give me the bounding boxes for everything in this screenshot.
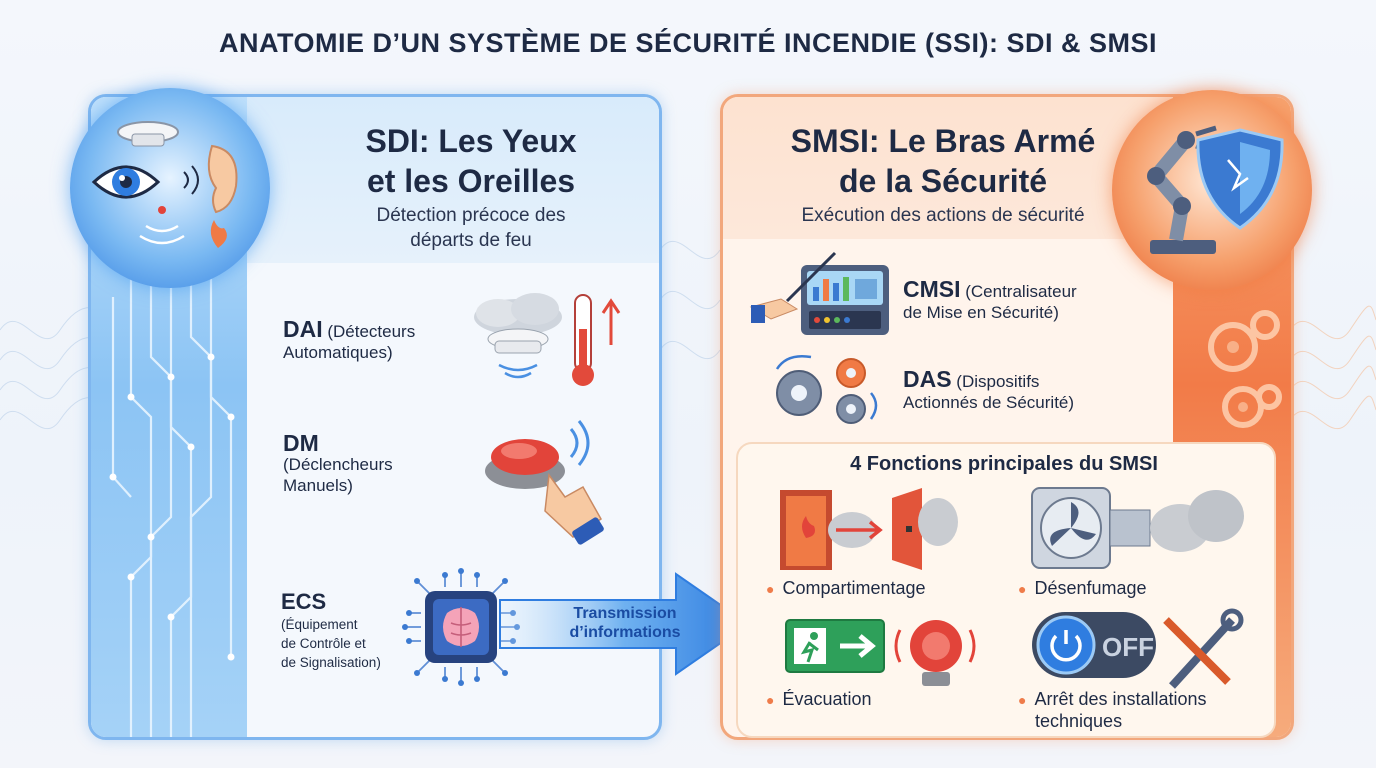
bullet-icon: ● (766, 692, 775, 708)
smoke-detector-thermometer-icon (474, 293, 621, 386)
cmsi-desc2: de Mise en Sécurité) (903, 303, 1059, 322)
ecs-desc1: (Équipement (281, 617, 358, 632)
sdi-subtitle-line2: départs de feu (410, 230, 532, 251)
function-desenfumage: ● Désenfumage (1018, 578, 1147, 600)
dm-desc2: Manuels) (283, 476, 353, 495)
bullet-icon: ● (1018, 581, 1027, 597)
dai-desc2: Automatiques) (283, 343, 393, 362)
transmission-arrow-icon (499, 572, 750, 676)
sdi-subtitle-line1: Détection précoce des (376, 205, 566, 226)
smoke-extraction-fan-icon (1031, 487, 1244, 569)
ecs-desc2: de Contrôle et (281, 636, 366, 651)
function-compartimentage-label: Compartimentage (782, 578, 926, 598)
page-title: ANATOMIE D’UN SYSTÈME DE SÉCURITÉ INCEND… (218, 28, 1158, 58)
gears-icon (775, 355, 878, 424)
cmsi-desc1: (Centralisateur (965, 282, 1077, 301)
gears-background-icon (1208, 310, 1282, 428)
smsi-title-line2: de la Sécurité (838, 163, 1048, 199)
function-compartimentage: ● Compartimentage (766, 578, 926, 600)
transmission-line2: d’informations (569, 624, 681, 641)
manual-call-button-icon (485, 420, 604, 545)
ecs-desc3: de Signalisation) (281, 655, 381, 670)
ecs-item: ECS (Équipement de Contrôle et de Signal… (281, 589, 421, 672)
bullet-icon: ● (1018, 692, 1027, 708)
function-arret-installations: ● Arrêt des installations techniques (1018, 689, 1207, 732)
function-evacuation: ● Évacuation (766, 689, 872, 711)
das-item: DAS (Dispositifs Actionnés de Sécurité) (903, 366, 1163, 413)
dm-item: DM (Déclencheurs Manuels) (283, 430, 483, 496)
transmission-line1: Transmission (573, 605, 677, 622)
das-abbr: DAS (903, 366, 952, 392)
ecs-abbr: ECS (281, 589, 327, 614)
dai-abbr: DAI (283, 316, 323, 342)
sdi-title-line2: et les Oreilles (366, 163, 576, 199)
smsi-functions-title: 4 Fonctions principales du SMSI (850, 453, 1158, 475)
function-arret-label2: techniques (1035, 711, 1123, 731)
cmsi-abbr: CMSI (903, 276, 961, 302)
sdi-subtitle: Détection précoce des départs de feu (271, 203, 659, 253)
sdi-title: SDI: Les Yeux et les Oreilles (271, 121, 659, 201)
dm-desc1: (Déclencheurs (283, 455, 393, 474)
eye-ear-detector-icon (91, 121, 238, 248)
function-arret-label1: Arrêt des installations (1034, 689, 1207, 709)
dm-abbr: DM (283, 430, 319, 456)
brain-chip-icon (402, 568, 520, 686)
power-off-tools-icon: OFF (1032, 608, 1244, 689)
off-text: OFF (1102, 632, 1154, 662)
das-desc2: Actionnés de Sécurité) (903, 393, 1075, 412)
smsi-subtitle: Exécution des actions de sécurité (801, 205, 1085, 226)
function-evacuation-label: Évacuation (782, 689, 872, 709)
circuit-lines-icon (109, 267, 235, 737)
robot-arm-shield-icon (1147, 125, 1284, 254)
function-desenfumage-label: Désenfumage (1034, 578, 1147, 598)
dai-item: DAI (Détecteurs Automatiques) (283, 316, 483, 363)
fire-door-icon (780, 488, 958, 570)
exit-sign-alarm-icon (785, 619, 976, 686)
bullet-icon: ● (766, 581, 775, 597)
smsi-title-line1: SMSI: Le Bras Armé (790, 123, 1096, 159)
transmission-label: Transmission d’informations (560, 604, 690, 642)
cmsi-item: CMSI (Centralisateur de Mise en Sécurité… (903, 276, 1163, 323)
dai-desc1: (Détecteurs (327, 322, 416, 341)
sdi-title-line1: SDI: Les Yeux (365, 123, 577, 159)
das-desc1: (Dispositifs (956, 372, 1040, 391)
smsi-title: SMSI: Le Bras Armé de la Sécurité (733, 121, 1153, 201)
control-panel-icon (749, 251, 889, 335)
